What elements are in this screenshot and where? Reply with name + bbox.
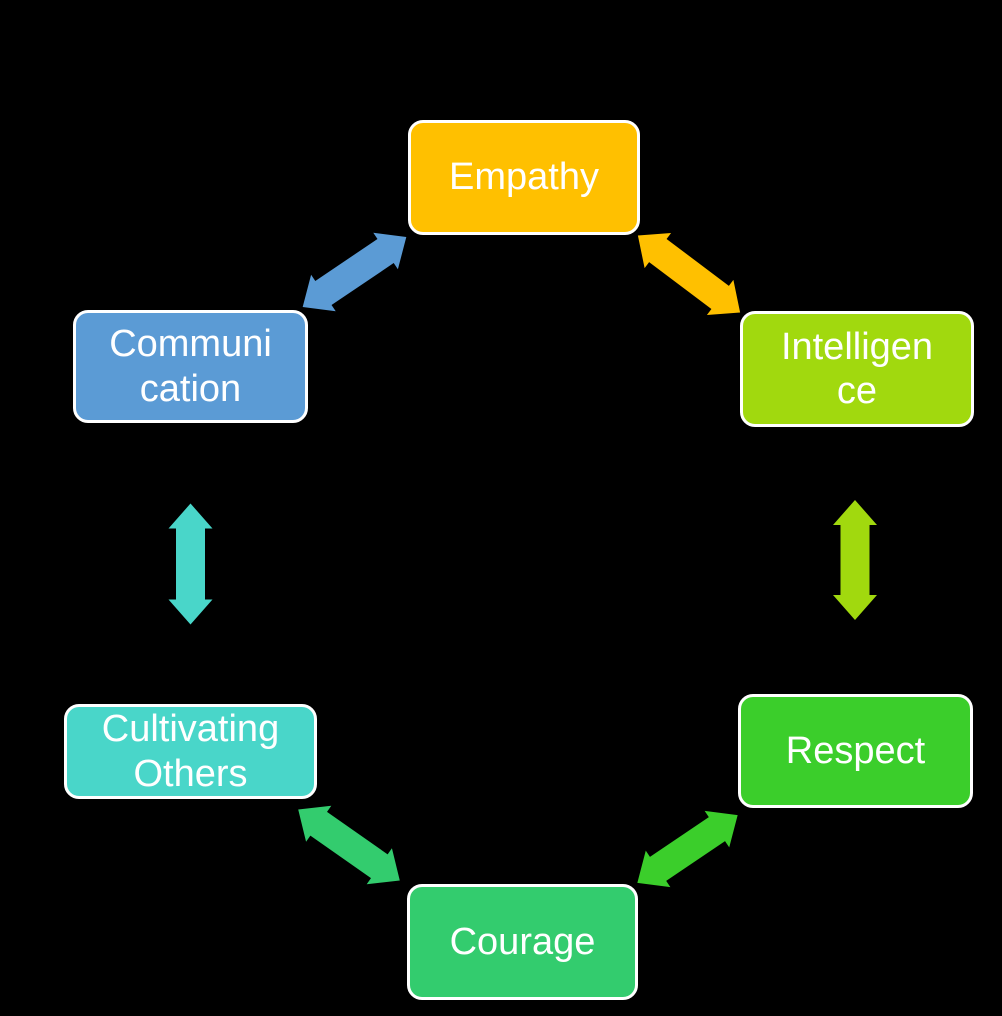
node-courage: Courage [407,884,638,1000]
connector-communication-empathy [302,232,407,312]
node-cultivating-others-label: Cultivating Others [101,708,280,795]
node-intelligence: Intelligen ce [740,311,974,427]
node-empathy-label: Empathy [449,156,599,199]
double-arrow-icon [637,232,741,316]
double-arrow-icon [168,503,213,625]
node-courage-label: Courage [449,920,596,963]
double-arrow-icon [637,810,738,888]
connector-empathy-intelligence [637,232,741,316]
node-communication: Communi cation [73,310,308,423]
double-arrow-icon [298,805,400,885]
node-respect-label: Respect [785,729,926,772]
double-arrow-icon [833,500,877,620]
node-respect: Respect [738,694,973,808]
double-arrow-icon [302,232,407,312]
connector-respect-courage [637,810,738,888]
node-communication-label: Communi cation [109,323,272,410]
connector-cultivating-others-communication [168,503,213,625]
connector-courage-cultivating-others [298,805,400,885]
node-cultivating-others: Cultivating Others [64,704,317,799]
node-empathy: Empathy [408,120,640,235]
node-intelligence-label: Intelligen ce [780,325,934,412]
connector-intelligence-respect [833,500,877,620]
